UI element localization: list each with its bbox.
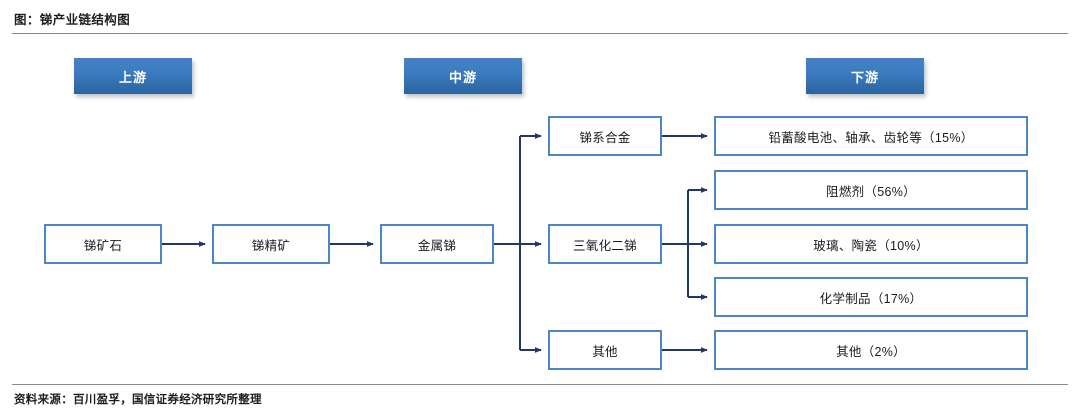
title-divider bbox=[12, 33, 1068, 34]
source-note: 资料来源：百川盈孚，国信证券经济研究所整理 bbox=[14, 394, 262, 406]
stage-label-downstream: 下游 bbox=[850, 69, 879, 85]
stage-label-midstream: 中游 bbox=[448, 69, 477, 85]
node-flame-retardant[interactable]: 阻燃剂（56%） bbox=[714, 170, 1028, 210]
node-antimony-trioxide[interactable]: 三氧化二锑 bbox=[548, 224, 662, 264]
node-antimony-concentrate[interactable]: 锑精矿 bbox=[212, 224, 330, 264]
node-label: 金属锑 bbox=[417, 238, 457, 253]
node-chemical-products[interactable]: 化学制品（17%） bbox=[714, 277, 1028, 317]
stage-header-midstream: 中游 bbox=[404, 58, 522, 94]
node-label: 锑系合金 bbox=[579, 130, 631, 145]
node-label: 锑精矿 bbox=[251, 238, 291, 253]
node-label: 锑矿石 bbox=[83, 238, 123, 253]
node-glass-ceramics[interactable]: 玻璃、陶瓷（10%） bbox=[714, 224, 1028, 264]
node-label: 阻燃剂（56%） bbox=[826, 184, 916, 199]
stage-header-downstream: 下游 bbox=[806, 58, 924, 94]
node-antimony-alloy[interactable]: 锑系合金 bbox=[548, 116, 662, 156]
node-downstream-other[interactable]: 其他（2%） bbox=[714, 330, 1028, 370]
node-label: 化学制品（17%） bbox=[819, 291, 923, 306]
node-label: 铅蓄酸电池、轴承、齿轮等（15%） bbox=[768, 130, 974, 145]
source-divider bbox=[12, 384, 1068, 385]
stage-header-upstream: 上游 bbox=[74, 58, 192, 94]
page-title: 图：锑产业链结构图 bbox=[14, 13, 131, 27]
node-label: 玻璃、陶瓷（10%） bbox=[813, 238, 929, 253]
node-lead-acid-battery-bearing-gear[interactable]: 铅蓄酸电池、轴承、齿轮等（15%） bbox=[714, 116, 1028, 156]
node-label: 其他 bbox=[592, 344, 618, 359]
node-antimony-metal[interactable]: 金属锑 bbox=[380, 224, 494, 264]
node-label: 三氧化二锑 bbox=[572, 238, 637, 253]
stage-label-upstream: 上游 bbox=[118, 69, 147, 85]
node-antimony-ore[interactable]: 锑矿石 bbox=[44, 224, 162, 264]
node-midstream-other[interactable]: 其他 bbox=[548, 330, 662, 370]
node-label: 其他（2%） bbox=[836, 344, 906, 359]
